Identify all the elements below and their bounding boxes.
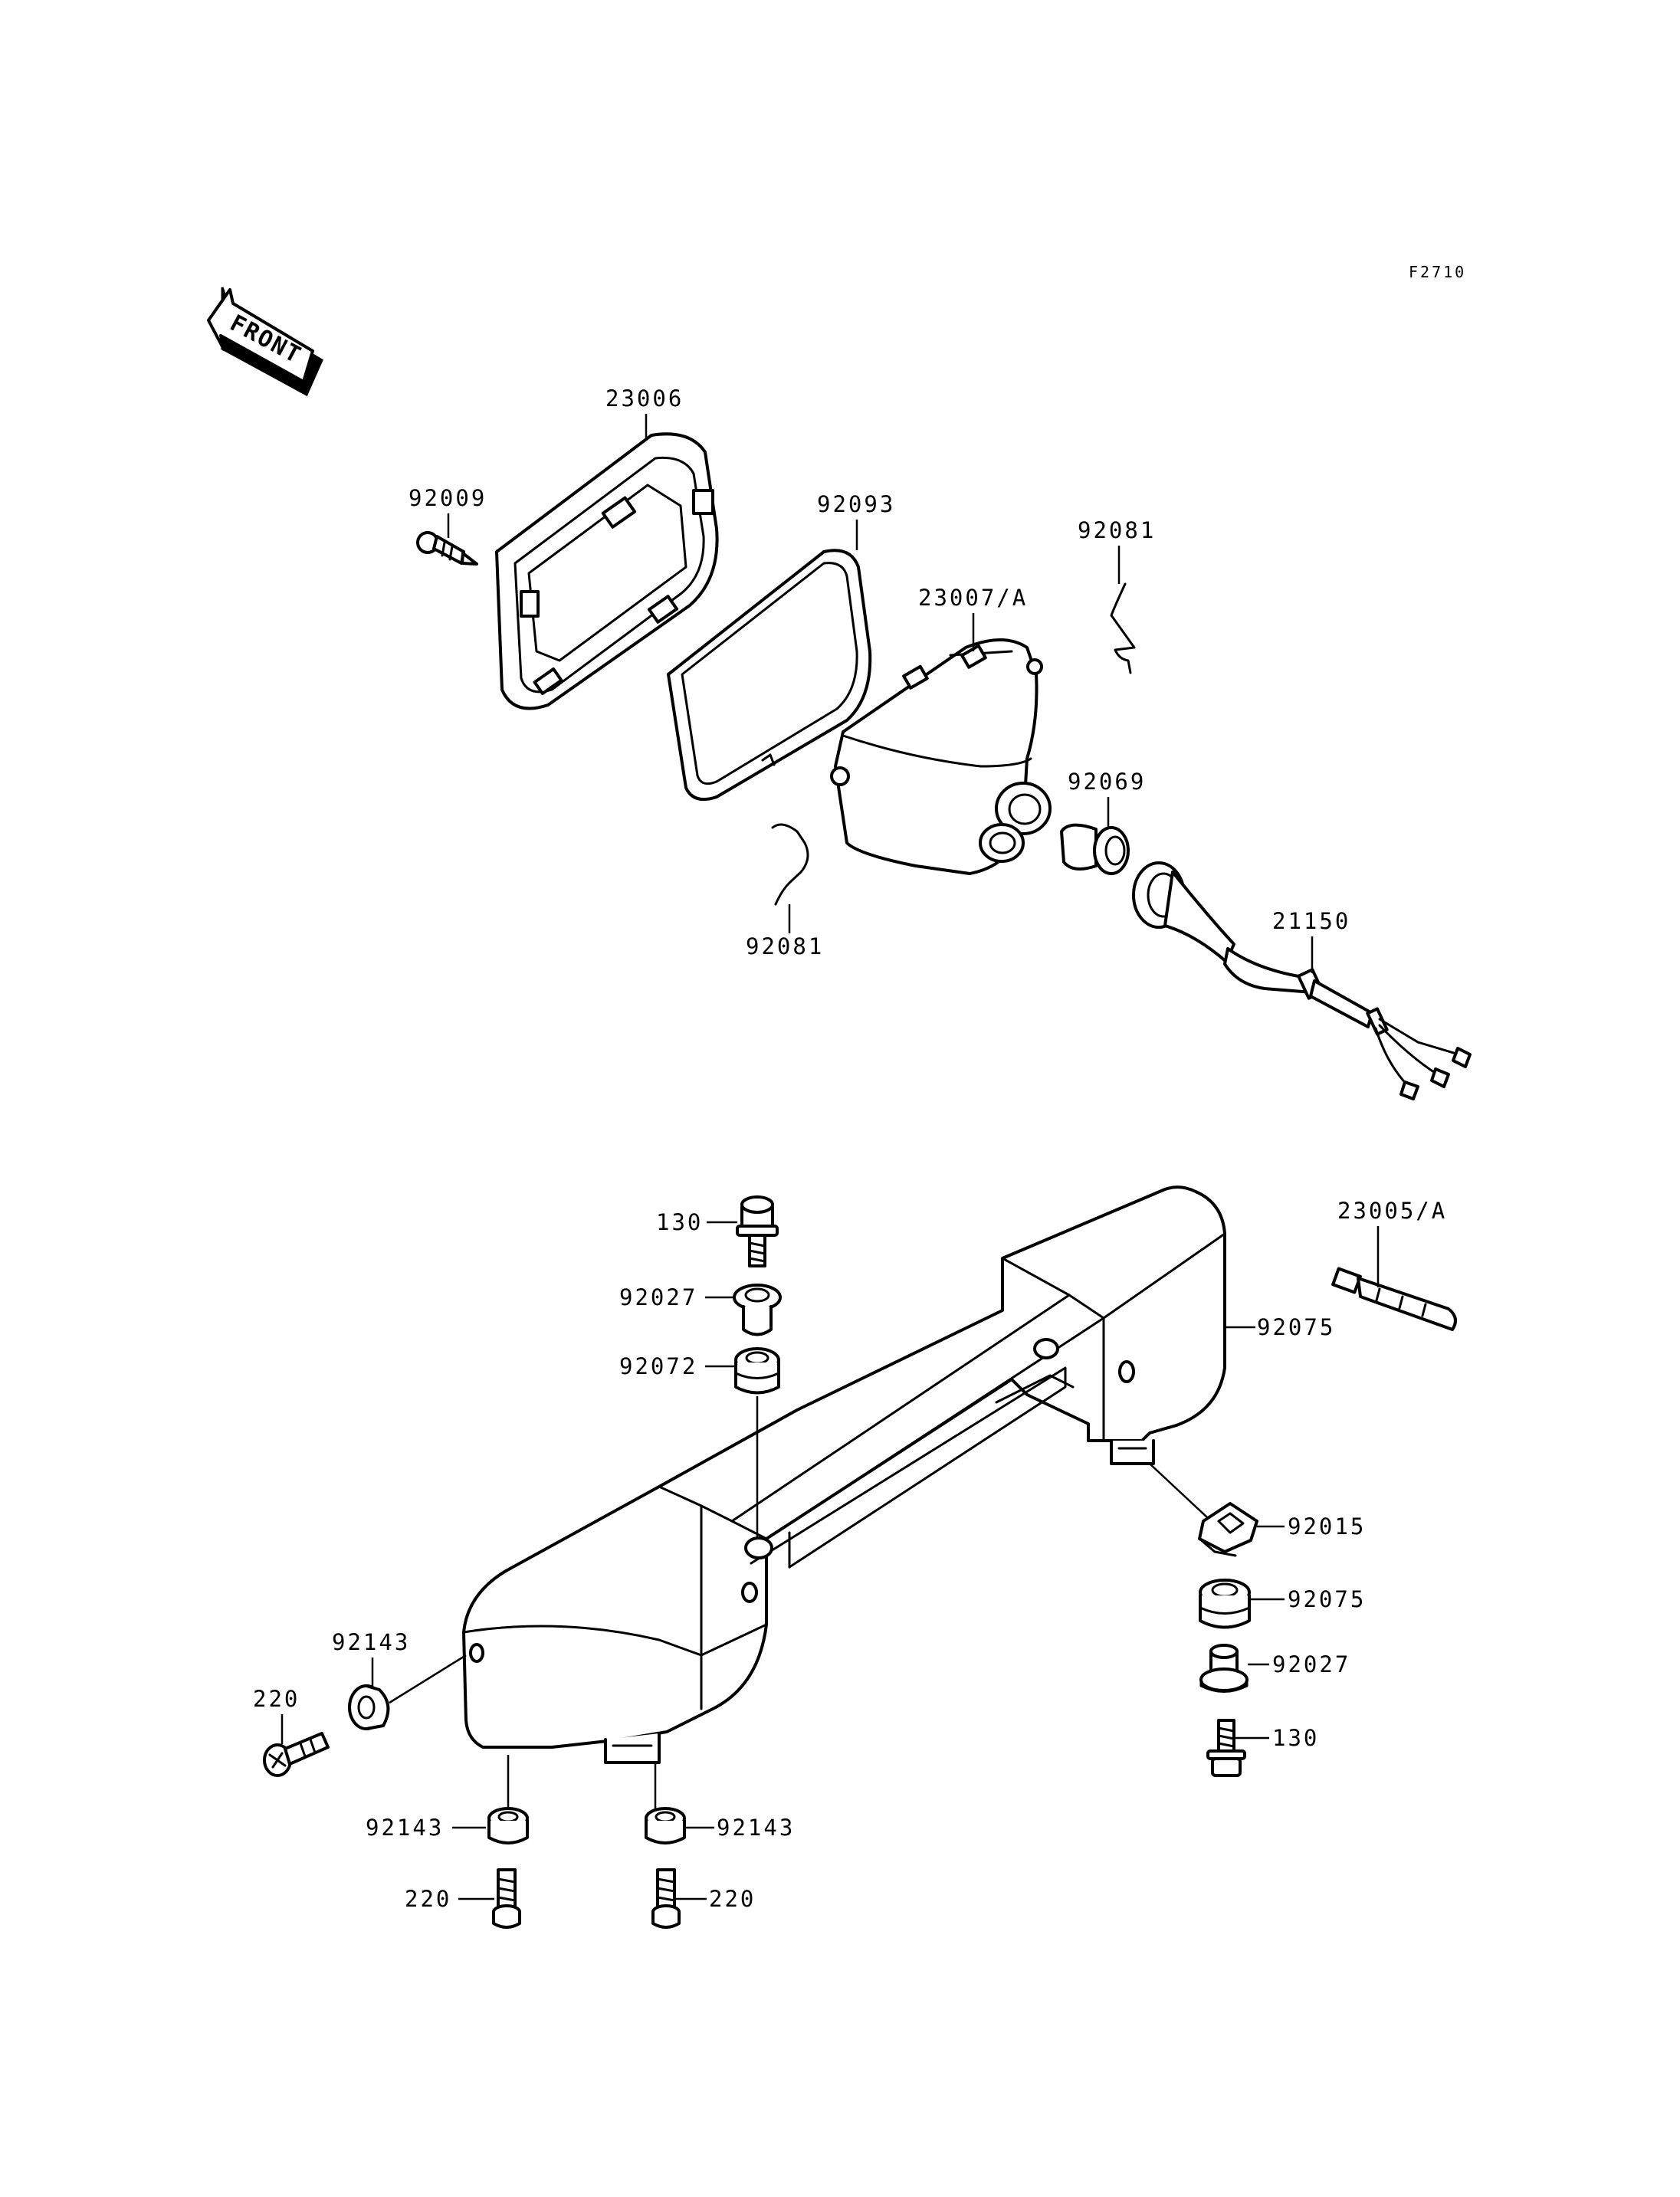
headlight-bracket xyxy=(462,1185,1226,1764)
collar-92027-top xyxy=(733,1284,782,1336)
leader-92143-left-to-body xyxy=(389,1654,467,1704)
cable-tie-92072 xyxy=(1331,1267,1457,1331)
grommet-92143-bottom-left xyxy=(487,1807,529,1844)
screw-220-bottom-right xyxy=(651,1868,681,1929)
bolt-130-top xyxy=(736,1195,779,1267)
grommet-92143-left xyxy=(348,1684,390,1730)
headlight-rim xyxy=(495,432,719,710)
screw-220-left xyxy=(263,1732,330,1777)
callout-92093: 92093 xyxy=(817,491,895,517)
callout-92069: 92069 xyxy=(1068,769,1146,795)
callout-92009: 92009 xyxy=(409,485,487,511)
callout-92143-bottom-right: 92143 xyxy=(717,1815,795,1841)
bolt-130-right xyxy=(1206,1719,1246,1777)
bulb-92069 xyxy=(1060,823,1130,875)
callout-92075-top: 92072 xyxy=(619,1353,697,1379)
nut-clip-92015 xyxy=(1198,1502,1258,1557)
headlight-housing xyxy=(830,638,1052,875)
callout-92081-top: 92081 xyxy=(1078,517,1156,543)
callout-92075-right: 92075 xyxy=(1288,1586,1366,1612)
screw-220-bottom-left xyxy=(492,1868,521,1929)
socket-harness-21150 xyxy=(1132,861,1472,1100)
callout-130-top: 130 xyxy=(656,1209,703,1235)
callout-92027-top: 92027 xyxy=(619,1284,697,1310)
callout-92081-bottom: 92081 xyxy=(746,933,824,959)
callout-92143-bottom-left: 92143 xyxy=(366,1815,444,1841)
callout-92143-left: 92143 xyxy=(332,1629,410,1655)
leader-92015-up xyxy=(1149,1463,1208,1518)
callout-92027-right: 92027 xyxy=(1272,1651,1350,1677)
grommet-92075-top xyxy=(734,1347,780,1395)
headlight-gasket xyxy=(667,549,872,801)
callout-220-bottom-left: 220 xyxy=(405,1886,451,1912)
wire-clip-92081-bottom xyxy=(771,823,809,906)
callout-23005a: 92075 xyxy=(1257,1314,1335,1340)
figure-code: F2710 xyxy=(1409,263,1466,281)
callout-23007a: 23007/A xyxy=(918,585,1028,611)
grommet-92075-right xyxy=(1199,1579,1251,1629)
wire-clip-92081-top xyxy=(1110,582,1136,674)
callout-21150: 21150 xyxy=(1272,908,1350,934)
callout-220-left: 220 xyxy=(253,1686,300,1712)
collar-92027-right xyxy=(1199,1644,1249,1693)
callout-130-right: 130 xyxy=(1272,1725,1319,1751)
front-direction-arrow-icon: FRONT xyxy=(207,287,323,397)
callout-92072: 23005/A xyxy=(1337,1198,1447,1224)
callout-23006: 23006 xyxy=(605,385,684,412)
callout-220-bottom-right: 220 xyxy=(709,1886,756,1912)
callout-92015: 92015 xyxy=(1288,1513,1366,1540)
screw-92009 xyxy=(416,531,478,566)
grommet-92143-bottom-right xyxy=(645,1807,686,1844)
